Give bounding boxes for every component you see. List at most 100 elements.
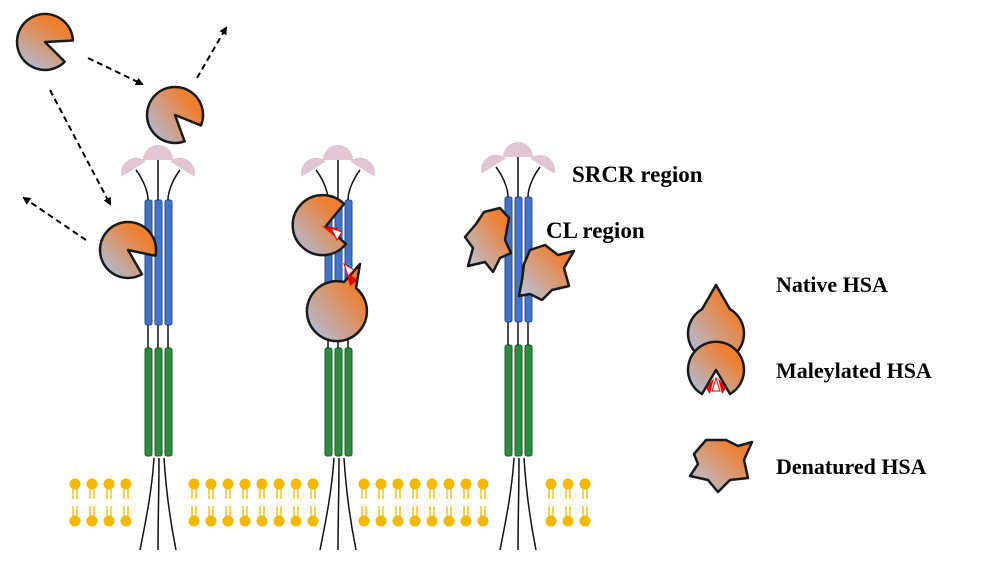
lipid-head [205,478,217,490]
lipid-head [188,515,200,527]
native-hsa-free [141,81,209,149]
cl-region-rod [144,199,153,326]
lipid-head [273,478,285,490]
srcr-domain [503,142,533,157]
phospholipid-pair [290,478,302,527]
lipid-head [69,515,81,527]
coiled-coil-rod [154,347,163,457]
lipid-head [188,478,200,490]
lipid-head [120,515,132,527]
phospholipid-pair [392,478,404,527]
phospholipid-pair [205,478,217,527]
srcr-domain [350,157,375,177]
coiled-coil-rod [324,347,333,457]
lipid-head [426,515,438,527]
lipid-head [392,478,404,490]
lipid-head [460,515,472,527]
cl-region-rod [164,199,173,326]
lipid-head [375,515,387,527]
native-hsa-free [9,6,81,78]
phospholipid-pair [358,478,370,527]
phospholipid-pair [222,478,234,527]
lipid-head [307,478,319,490]
legend: Native HSA Maleylated HSA Denatured HSA [686,272,932,494]
receptor-3 [481,142,555,551]
denatured-hsa-bound [463,206,513,274]
lipid-head [239,478,251,490]
lipid-head [222,478,234,490]
dashed-arrow [22,196,87,241]
lipid-head [358,478,370,490]
lipid-head [443,515,455,527]
cl-region-rod [514,196,523,323]
lipid-head [69,478,81,490]
lipid-head [239,515,251,527]
lipid-head [307,515,319,527]
receptor-1 [121,145,195,551]
lipid-head [477,515,489,527]
lipid-head [86,515,98,527]
phospholipid-pair [426,478,438,527]
legend-denatured-label: Denatured HSA [776,454,927,479]
lipid-head [562,478,574,490]
lipid-head [290,515,302,527]
lipid-head [256,478,268,490]
phospholipid-pair [409,478,421,527]
denatured-hsa-bound [517,243,576,302]
lipid-head [290,478,302,490]
lipid-head [273,515,285,527]
lipid-head [460,478,472,490]
srcr-domain [301,157,326,177]
phospholipid-pair [120,478,132,527]
phospholipid-pair [579,478,591,527]
lipid-head [358,515,370,527]
coiled-coil-rod [144,347,153,457]
lipid-head [222,515,234,527]
coiled-coil-rod [334,347,343,457]
maleylated-hsa-bound [291,193,348,257]
coiled-coil-rod [504,344,513,457]
lipid-head [443,478,455,490]
lipid-head [579,478,591,490]
dashed-arrow [49,89,111,206]
phospholipid-pair [307,478,319,527]
phospholipid-pair [545,478,557,527]
coiled-coil-rod [344,347,353,457]
legend-maleylated-hsa-icon [686,340,746,396]
lipid-head [409,515,421,527]
coiled-coil-rod [514,344,523,457]
srcr-domain [170,157,195,177]
lipid-bilayer [69,478,591,527]
dashed-arrow [87,57,144,86]
phospholipid-pair [443,478,455,527]
lipid-head [256,515,268,527]
srcr-domain [143,145,173,160]
srcr-domain [530,154,555,174]
coiled-coil-rod [164,347,173,457]
coiled-coil-rod [524,344,533,457]
lipid-head [103,515,115,527]
lipid-head [562,515,574,527]
lipid-head [477,478,489,490]
phospholipid-pair [103,478,115,527]
lipid-head [579,515,591,527]
legend-native-label: Native HSA [776,272,888,297]
lipid-head [205,515,217,527]
lipid-head [86,478,98,490]
srcr-domain [121,157,146,177]
srcr-region-label: SRCR region [572,162,703,187]
phospholipid-pair [562,478,574,527]
dashed-arrow [196,26,228,79]
lipid-head [409,478,421,490]
phospholipid-pair [188,478,200,527]
phospholipid-pair [239,478,251,527]
phospholipid-pair [375,478,387,527]
lipid-head [392,515,404,527]
cl-region-rod [154,199,163,326]
legend-maleylated-label: Maleylated HSA [776,358,932,383]
lipid-head [545,515,557,527]
lipid-head [103,478,115,490]
lipid-head [545,478,557,490]
lipid-head [426,478,438,490]
